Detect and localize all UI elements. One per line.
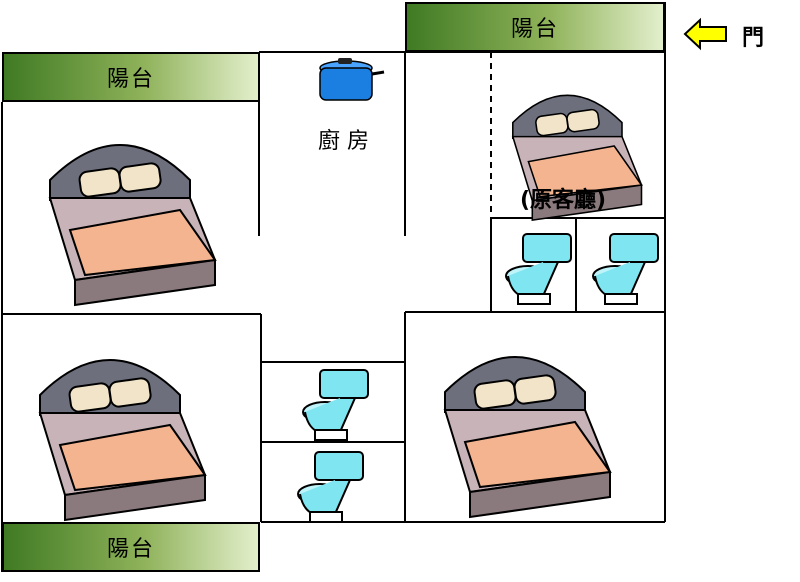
kitchen-label: 廚 房 (318, 129, 369, 154)
former-living-room-label: (原客廳) (520, 188, 607, 213)
balcony-bottom-left: 陽台 (2, 522, 260, 572)
balcony-top-right: 陽台 (405, 2, 665, 52)
door-label: 門 (742, 26, 765, 51)
balcony-top-left: 陽台 (2, 52, 260, 102)
